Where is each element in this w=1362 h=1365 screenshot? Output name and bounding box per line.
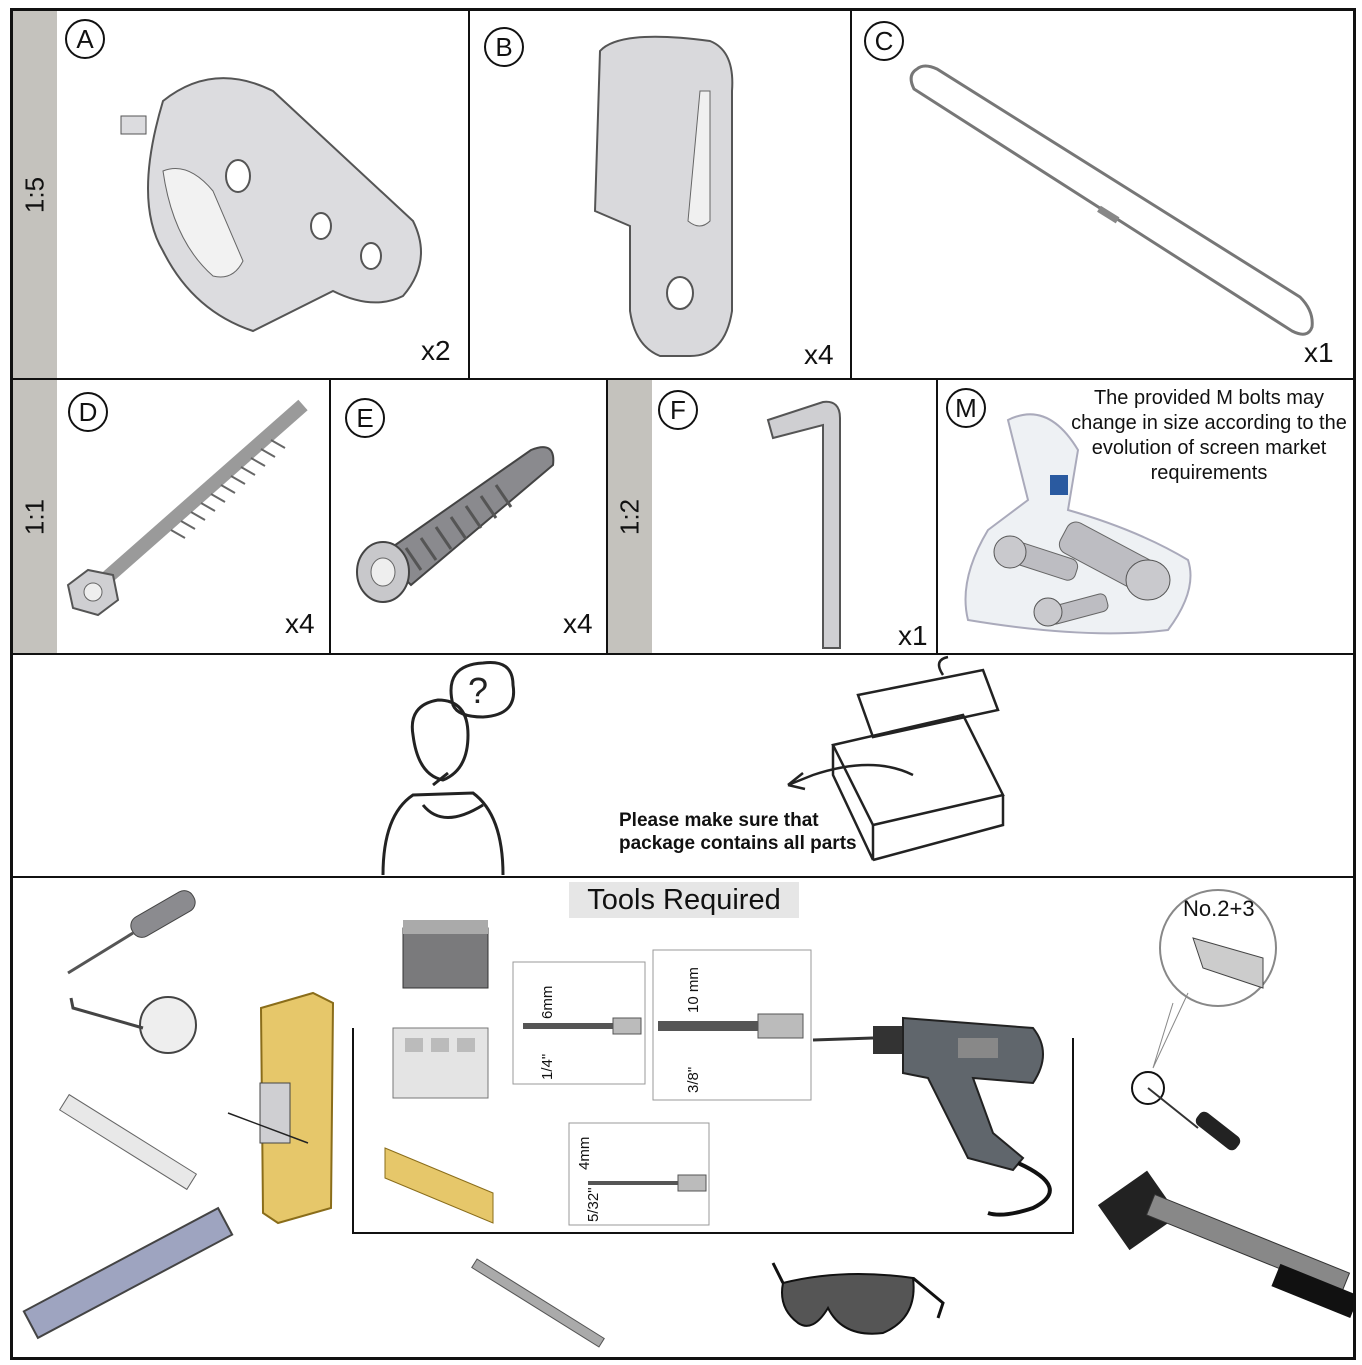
awl-icon [67,890,196,975]
power-drill-icon [812,1016,1052,1217]
thinking-person-icon: ? [381,660,516,876]
quantity-c: x1 [1304,337,1334,368]
part-letter-c: C [864,21,904,61]
tools-required-title: Tools Required [569,882,799,918]
tools-row: Tools Required 6mm 1/4" 10 mm 3/8" 4mm 5… [13,876,1353,1357]
part-letter-a: A [65,19,105,59]
quantity-d: x4 [285,608,315,639]
bolt-bag-icon [964,413,1192,635]
package-note: Please make sure that package contains a… [619,809,857,855]
safety-glasses-icon [771,1262,945,1335]
tools-illustration [22,889,1353,1348]
part-letter-b: B [484,27,524,67]
bit-4mm-size: 4mm [576,1136,593,1170]
spirit-level-icon [22,1206,234,1340]
panel-e: E x4 [329,378,606,653]
bit-10mm-inch: 3/8" [685,1066,702,1093]
panel-c: C x1 [850,11,1353,378]
panel-f: 1:2 F x1 [606,378,936,653]
ruler-icon [58,1093,198,1191]
panel-m: M The provided M bolts may change in siz… [936,378,1353,653]
part-letter-m: M [946,388,986,428]
open-box-icon [787,655,1005,862]
part-letter-f: F [658,390,698,430]
package-note-line2: package contains all parts [619,833,857,854]
panel-b: B x4 [468,11,850,378]
wood-beam-icon [227,991,335,1225]
bolt-size-note: The provided M bolts may change in size … [1071,387,1347,484]
drill-bit-6mm-icon [523,1017,642,1035]
bracket-plate-icon [120,77,422,333]
wood-plank-icon [384,1147,494,1224]
package-check-row: ? [13,653,1353,876]
brick-icon [402,920,489,989]
svg-text:?: ? [468,670,488,711]
hammer-icon [1097,1170,1353,1318]
wire-loop-icon [909,64,1314,336]
lag-screw-icon [66,399,308,617]
quantity-e: x4 [563,608,593,639]
drill-bit-10mm-icon [658,1013,804,1039]
scale-band-1-5: 1:5 [13,11,57,378]
screwdriver-icon [1131,889,1277,1151]
hook-clip-icon [593,35,734,357]
bit-4mm-inch: 5/32" [585,1187,602,1222]
package-note-line1: Please make sure that [619,810,819,831]
drill-bit-4mm-icon [588,1174,707,1192]
bit-10mm-size: 10 mm [685,967,702,1013]
pencil-icon [471,1258,605,1348]
panel-d: 1:1 D x4 [13,378,329,653]
cinder-block-icon [392,1027,489,1099]
wall-anchor-icon [356,446,555,603]
quantity-f: x1 [898,620,928,651]
scale-band-1-2: 1:2 [608,380,652,653]
tape-measure-icon [69,996,197,1054]
scale-band-1-1: 1:1 [13,380,57,653]
panel-a: 1:5 A x2 [13,11,468,378]
screwdriver-tip-label: No.2+3 [1183,896,1255,921]
quantity-b: x4 [804,339,834,370]
part-letter-e: E [345,398,385,438]
bit-6mm-size: 6mm [539,985,556,1019]
parts-sheet: 1:5 A x2 B x4 C x1 1:1 D [10,8,1356,1360]
bit-6mm-inch: 1/4" [539,1053,556,1080]
quantity-a: x2 [421,335,451,366]
hex-key-icon [766,400,841,649]
part-letter-d: D [68,392,108,432]
